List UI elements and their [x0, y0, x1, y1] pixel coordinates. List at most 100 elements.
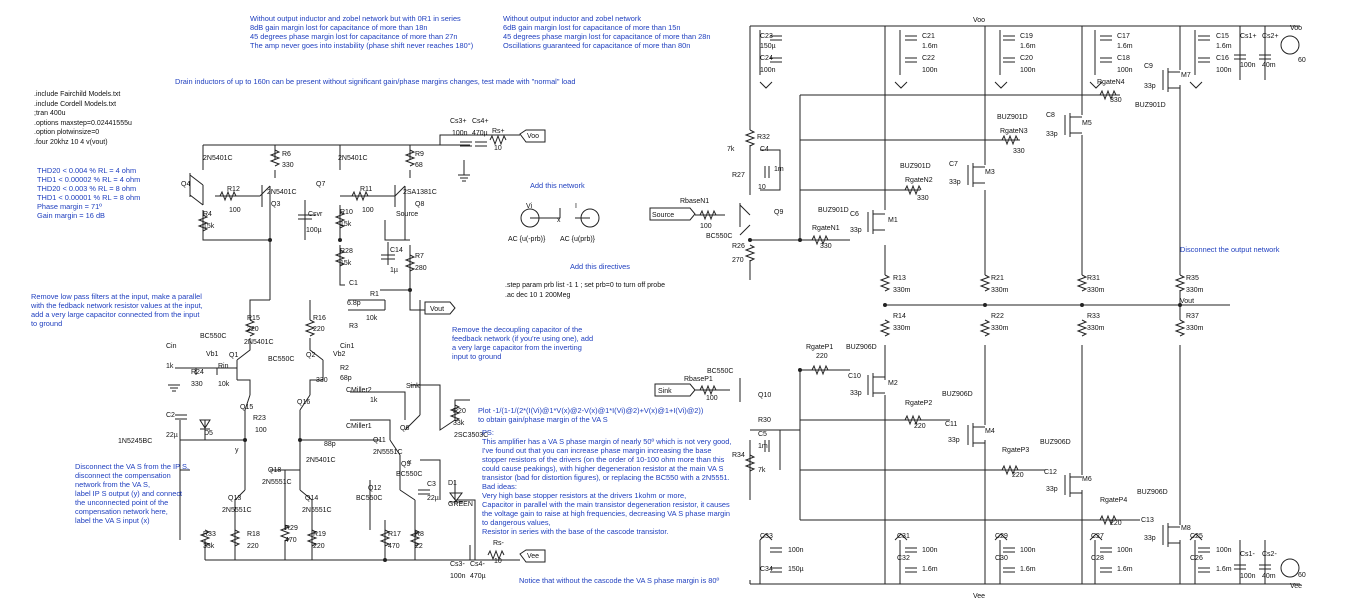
component-label: 88p: [324, 441, 336, 448]
component-label: C19: [1020, 33, 1033, 40]
component-label: R3: [349, 323, 358, 330]
component-label: C24: [760, 55, 773, 62]
component-label: 280: [415, 265, 427, 272]
probe-x-label: x: [557, 217, 561, 224]
net-voo-supply: Voo: [1290, 25, 1302, 32]
component-label: C9: [1144, 63, 1153, 70]
component-label: Q3: [271, 201, 280, 208]
component-label: 1µ: [390, 267, 398, 274]
component-label: 100: [362, 207, 374, 214]
component-label: Q5: [401, 461, 410, 468]
component-label: 220: [816, 353, 828, 360]
component-label: 100n: [1117, 547, 1133, 554]
component-label: C22: [922, 55, 935, 62]
component-label: 2N5401C: [203, 155, 233, 162]
component-label: R32: [757, 134, 770, 141]
component-label: C11: [945, 421, 957, 428]
component-label: R23: [253, 415, 266, 422]
component-label: 15k: [340, 260, 352, 267]
component-label: C27: [1091, 533, 1104, 540]
component-label: BUZ906D: [846, 344, 877, 351]
net-voo-top: Voo: [973, 17, 985, 24]
component-label: C10: [848, 373, 861, 380]
component-label: 330m: [893, 287, 911, 294]
component-label: 10k: [366, 315, 378, 322]
component-label: 100µ: [306, 227, 322, 234]
component-label: 1.6m: [1117, 43, 1133, 50]
component-label: 330m: [1186, 325, 1204, 332]
component-label: RgateP4: [1100, 497, 1127, 504]
component-label: R26: [732, 243, 745, 250]
component-label: Q7: [316, 181, 325, 188]
component-label: 60: [1298, 572, 1306, 579]
component-label: 100: [255, 427, 267, 434]
component-label: 2N5551C: [373, 449, 403, 456]
component-label: Q2: [306, 352, 315, 359]
component-label: BUZ906D: [942, 391, 973, 398]
component-label: Q12: [368, 485, 381, 492]
component-label: C16: [1216, 55, 1229, 62]
component-label: C5: [758, 431, 767, 438]
component-label: R20: [453, 408, 466, 415]
component-label: 100n: [1216, 547, 1232, 554]
net-vout-input: Vout: [430, 306, 444, 313]
component-label: Cs2-: [1262, 551, 1277, 558]
net-sink-vas: Sink: [406, 383, 420, 390]
component-label: C21: [922, 33, 935, 40]
component-label: RgateN4: [1097, 79, 1125, 86]
component-label: C32: [897, 555, 910, 562]
component-label: R34: [732, 452, 745, 459]
note-output-inductor-0r1: Without output inductor and zobel networ…: [250, 14, 474, 50]
component-label: M3: [985, 169, 995, 176]
component-label: Q15: [240, 404, 253, 411]
component-label: Cs3-: [450, 561, 465, 568]
component-label: R16: [313, 315, 326, 322]
component-label: Q11: [373, 437, 386, 444]
component-label: RgateN2: [905, 177, 933, 184]
component-label: Csvr: [308, 211, 323, 218]
component-label: R1: [370, 291, 379, 298]
note-low-pass: Remove low pass filters at the input, ma…: [31, 292, 203, 328]
component-label: BC550C: [706, 233, 732, 240]
component-label: Rs-: [493, 540, 505, 547]
note-drain-inductors: Drain inductors of up to 160n can be pre…: [175, 77, 576, 86]
component-label: 330: [1110, 97, 1122, 104]
component-label: 100n: [450, 573, 466, 580]
component-label: Q10: [758, 392, 771, 399]
component-label: C14: [390, 247, 403, 254]
component-label: 330: [917, 195, 929, 202]
component-label: C3: [427, 481, 436, 488]
note-decoupling: Remove the decoupling capacitor of the f…: [452, 325, 594, 361]
component-label: 10k: [218, 381, 230, 388]
component-label: C12: [1044, 469, 1057, 476]
component-label: R4: [203, 211, 212, 218]
component-label: Rs+: [492, 128, 505, 135]
component-label: 330: [820, 243, 832, 250]
component-label: 100n: [1216, 67, 1232, 74]
component-label: 7k: [758, 467, 766, 474]
component-label: R24: [191, 369, 204, 376]
net-source: Source: [652, 212, 674, 219]
component-label: R12: [227, 186, 240, 193]
component-label: 330: [1013, 148, 1025, 155]
component-label: R15: [247, 315, 260, 322]
component-label: 33k: [453, 420, 465, 427]
component-label: Cin1: [340, 343, 355, 350]
component-label: 22: [415, 543, 423, 550]
component-label: RgateP1: [806, 344, 833, 351]
component-label: 100n: [922, 547, 938, 554]
component-label: Q1: [229, 352, 238, 359]
component-label: RbaseP1: [684, 376, 713, 383]
component-label: Q14: [305, 495, 318, 502]
component-label: 40m: [1262, 573, 1276, 580]
component-label: 100n: [760, 67, 776, 74]
component-label: Q13: [228, 495, 241, 502]
spice-directives: .include Fairchild Models.txt .include C…: [34, 91, 132, 146]
probe-i-label: I: [575, 203, 577, 210]
component-label: Q6: [400, 425, 409, 432]
component-label: 330m: [1087, 325, 1105, 332]
component-label: 33p: [1046, 131, 1058, 138]
component-label: R30: [758, 417, 771, 424]
component-label: 1N5245BC: [118, 438, 152, 445]
